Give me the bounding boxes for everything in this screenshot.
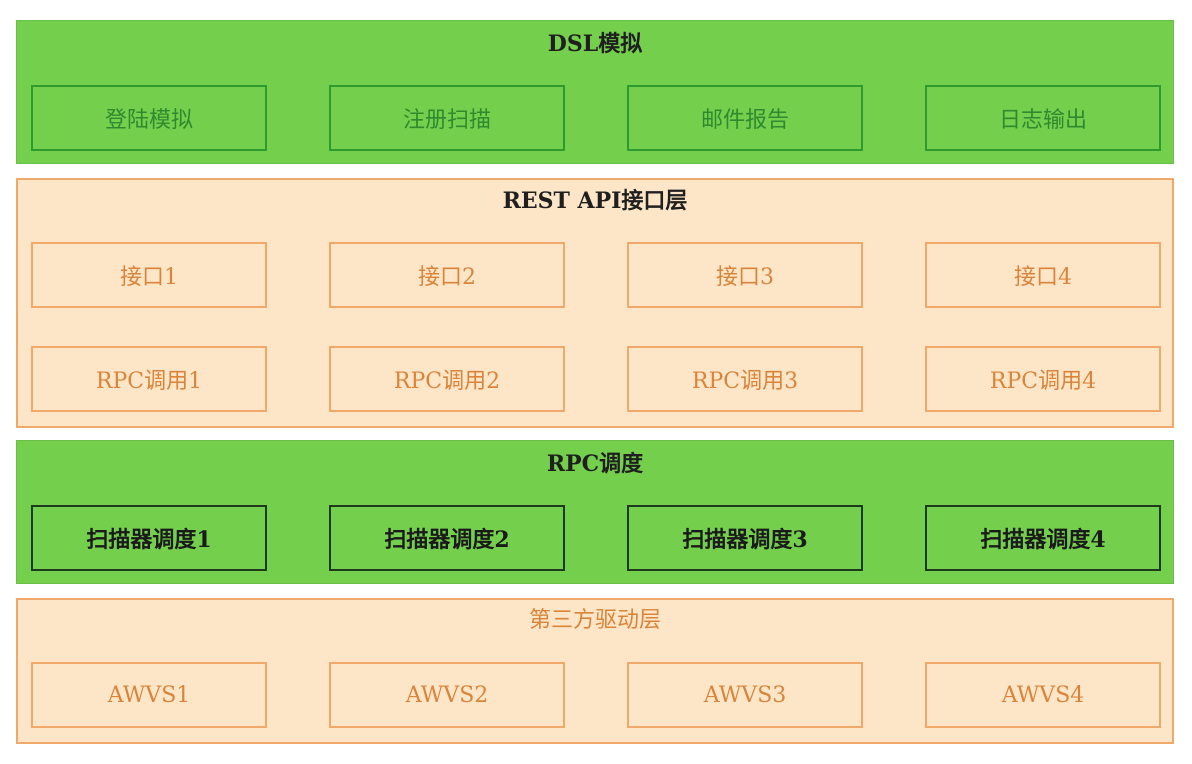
box-interface-4: 接口4 <box>925 242 1161 308</box>
layer-title: 第三方驱动层 <box>528 608 661 633</box>
box-mail-report: 邮件报告 <box>627 85 863 151</box>
box-scanner-scheduling-1: 扫描器调度1 <box>31 505 267 571</box>
box-register-scan: 注册扫描 <box>329 85 565 151</box>
box-rpc-call-4: RPC调用4 <box>925 346 1161 412</box>
box-login-simulation: 登陆模拟 <box>31 85 267 151</box>
box-interface-2: 接口2 <box>329 242 565 308</box>
box-awvs-3: AWVS3 <box>627 662 863 728</box>
layer-dsl-simulation: DSL模拟 登陆模拟 注册扫描 邮件报告 日志输出 <box>16 20 1174 164</box>
box-interface-3: 接口3 <box>627 242 863 308</box>
box-awvs-2: AWVS2 <box>329 662 565 728</box>
layer-rest-api: REST API接口层 接口1 接口2 接口3 接口4 RPC调用1 RPC调用… <box>16 178 1174 428</box>
box-rpc-call-1: RPC调用1 <box>31 346 267 412</box>
box-awvs-1: AWVS1 <box>31 662 267 728</box>
box-log-output: 日志输出 <box>925 85 1161 151</box>
box-scanner-scheduling-2: 扫描器调度2 <box>329 505 565 571</box>
box-scanner-scheduling-4: 扫描器调度4 <box>925 505 1161 571</box>
box-scanner-scheduling-3: 扫描器调度3 <box>627 505 863 571</box>
layer-third-party-driver: 第三方驱动层 AWVS1 AWVS2 AWVS3 AWVS4 <box>16 598 1174 744</box>
box-rpc-call-2: RPC调用2 <box>329 346 565 412</box>
layer-rpc-scheduling: RPC调度 扫描器调度1 扫描器调度2 扫描器调度3 扫描器调度4 <box>16 440 1174 584</box>
box-interface-1: 接口1 <box>31 242 267 308</box>
box-rpc-call-3: RPC调用3 <box>627 346 863 412</box>
layer-title: RPC调度 <box>546 451 644 477</box>
box-awvs-4: AWVS4 <box>925 662 1161 728</box>
layer-title: DSL模拟 <box>547 31 643 57</box>
layer-title: REST API接口层 <box>502 188 688 214</box>
